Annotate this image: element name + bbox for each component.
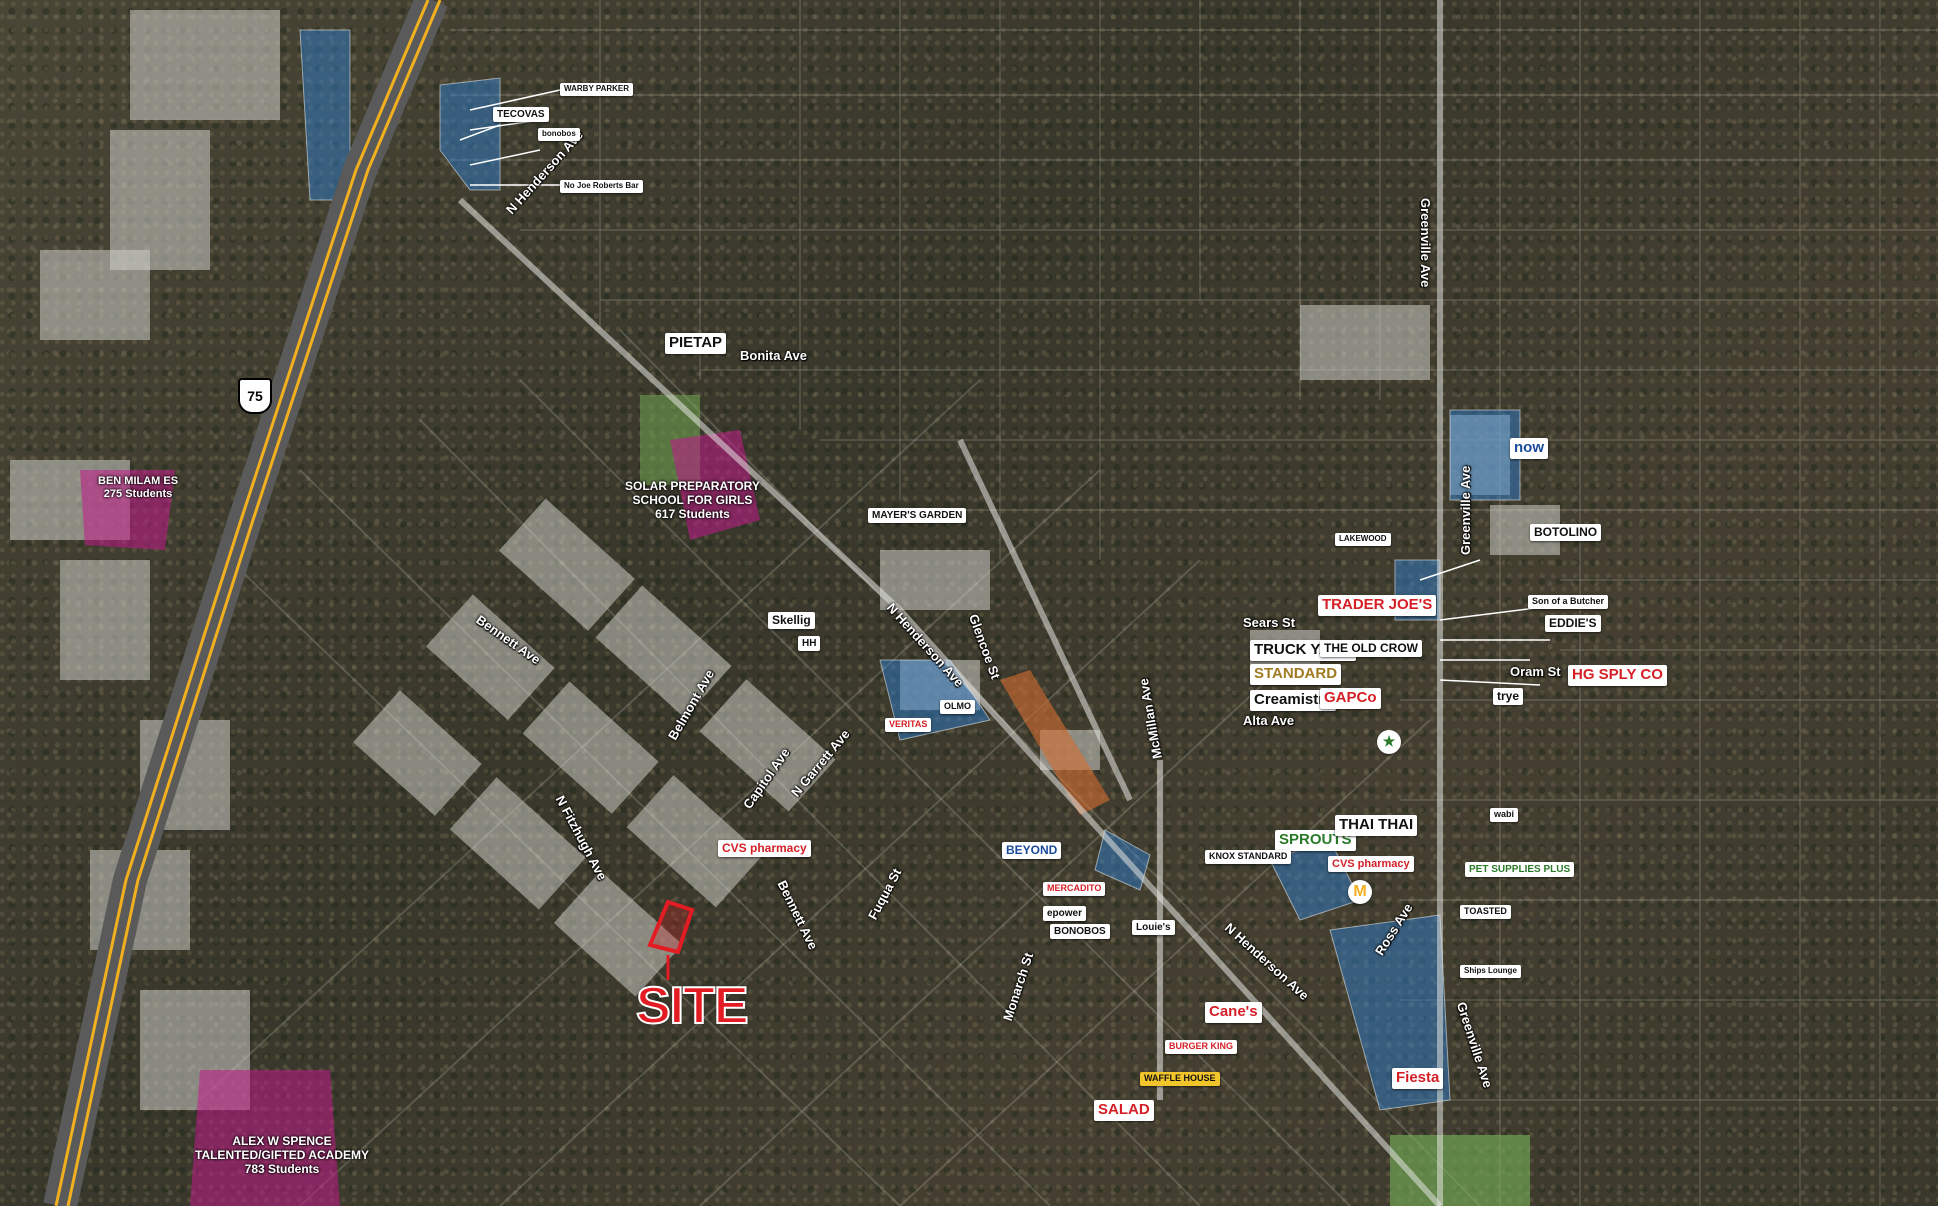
poi-mcdonalds[interactable]: M [1348, 880, 1372, 904]
poi-standard[interactable]: STANDARD [1250, 664, 1342, 685]
school-label-ben-milam: BEN MILAM ES 275 Students [98, 475, 178, 500]
street-label-oram: Oram St [1510, 664, 1561, 679]
poi-louies[interactable]: Louie's [1132, 920, 1175, 935]
poi-skellig[interactable]: Skellig [768, 612, 815, 630]
us-75-shield-icon: 75 [238, 378, 272, 414]
poi-beyond[interactable]: BEYOND [1002, 842, 1062, 860]
poi-starbucks[interactable]: ★ [1377, 730, 1401, 754]
poi-wabi[interactable]: wabi [1490, 808, 1519, 822]
poi-pietap[interactable]: PIETAP [665, 333, 727, 354]
poi-canes[interactable]: Cane's [1205, 1002, 1262, 1023]
poi-joe-roberts[interactable]: No Joe Roberts Bar [560, 180, 643, 193]
school-label-solar-prep: SOLAR PREPARATORY SCHOOL FOR GIRLS 617 S… [625, 479, 760, 521]
poi-botolino[interactable]: BOTOLINO [1530, 524, 1602, 542]
school-name-line2: SCHOOL FOR GIRLS [632, 492, 753, 507]
poi-salad[interactable]: SALAD [1094, 1100, 1154, 1121]
poi-kepower[interactable]: epower [1043, 906, 1087, 921]
school-label-alex-spence: ALEX W SPENCE TALENTED/GIFTED ACADEMY 78… [195, 1134, 369, 1176]
school-name-line2: TALENTED/GIFTED ACADEMY [195, 1147, 369, 1162]
poi-hh[interactable]: HH [798, 636, 821, 651]
poi-pet-supplies[interactable]: PET SUPPLIES PLUS [1465, 862, 1575, 877]
poi-thai-thai[interactable]: THAI THAI [1335, 815, 1418, 836]
street-label-alta: Alta Ave [1243, 713, 1295, 728]
poi-tecovas[interactable]: TECOVAS [493, 107, 549, 122]
poi-trader-joes[interactable]: TRADER JOE'S [1318, 595, 1437, 616]
poi-veritas[interactable]: VERITAS [885, 718, 932, 732]
poi-fiesta[interactable]: Fiesta [1392, 1068, 1444, 1089]
poi-bonobos-top[interactable]: bonobos [538, 128, 580, 141]
school-students: 617 Students [655, 506, 730, 521]
poi-burger-king[interactable]: BURGER KING [1165, 1040, 1238, 1054]
street-label-bonita: Bonita Ave [740, 348, 807, 363]
poi-bonobos-south[interactable]: BONOBOS [1050, 924, 1110, 939]
school-students: 275 Students [103, 487, 173, 500]
school-name-line1: ALEX W SPENCE [232, 1134, 332, 1148]
poi-lakewood[interactable]: LAKEWOOD [1335, 533, 1391, 546]
poi-gapco[interactable]: GAPCo [1320, 688, 1381, 709]
poi-cvs-east[interactable]: CVS pharmacy [1328, 856, 1414, 873]
street-label-greenville-north: Greenville Ave [1418, 198, 1433, 288]
street-label-greenville-mid: Greenville Ave [1458, 465, 1473, 555]
poi-hg-sply[interactable]: HG SPLY CO [1568, 665, 1667, 686]
poi-creamistry[interactable]: Creamistry [1250, 690, 1337, 711]
poi-olmo[interactable]: OLMO [940, 700, 975, 714]
poi-cvs-west[interactable]: CVS pharmacy [718, 840, 811, 858]
poi-mercadito[interactable]: MERCADITO [1043, 882, 1106, 896]
poi-knox-standard[interactable]: KNOX STANDARD [1205, 850, 1292, 864]
poi-trye[interactable]: trye [1493, 688, 1524, 706]
poi-ships-lounge[interactable]: Ships Lounge [1460, 965, 1521, 978]
school-name-line1: SOLAR PREPARATORY [625, 479, 760, 493]
poi-warby-parker[interactable]: WARBY PARKER [560, 83, 634, 96]
school-name: BEN MILAM ES [98, 475, 179, 487]
poi-sams-club[interactable]: now [1510, 438, 1548, 459]
poi-son-of-butcher[interactable]: Son of a Butcher [1528, 595, 1609, 609]
poi-old-crow[interactable]: THE OLD CROW [1320, 640, 1422, 658]
poi-mayers-garden[interactable]: MAYER'S GARDEN [868, 508, 967, 523]
poi-toasted[interactable]: TOASTED [1460, 905, 1511, 919]
school-students: 783 Students [244, 1161, 320, 1176]
poi-eddies[interactable]: EDDIE'S [1545, 615, 1601, 633]
street-label-sears: Sears St [1243, 615, 1296, 630]
poi-waffle-house[interactable]: WAFFLE HOUSE [1140, 1072, 1220, 1086]
site-label: SITE [635, 976, 750, 1036]
